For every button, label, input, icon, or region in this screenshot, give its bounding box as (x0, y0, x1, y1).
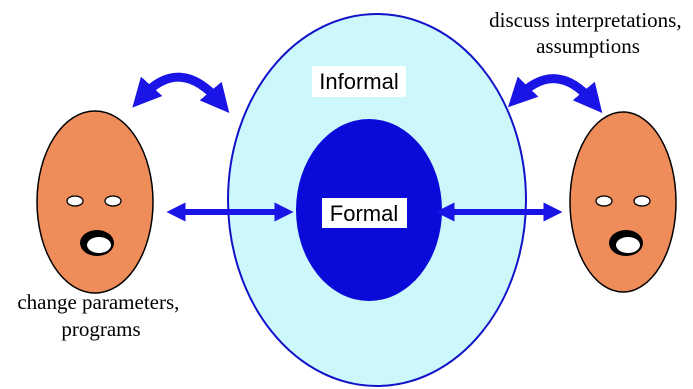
right-caption-line-1: discuss interpretations, (489, 8, 681, 32)
informal-label-group: Informal (312, 66, 406, 97)
left-caption-line-1: change parameters, (17, 290, 179, 314)
left-curved-arrow-icon (132, 72, 230, 113)
right-curved-arrow-icon (507, 74, 603, 114)
right-caption: discuss interpretations, assumptions (489, 8, 687, 58)
right-caption-line-2: assumptions (536, 34, 640, 58)
formal-label: Formal (330, 201, 398, 226)
informal-label: Informal (319, 69, 398, 94)
face-left-icon (36, 110, 154, 294)
formal-label-group: Formal (322, 198, 407, 228)
face-right-icon (569, 111, 677, 293)
left-caption: change parameters, programs (17, 290, 184, 341)
left-caption-line-2: programs (61, 317, 140, 341)
